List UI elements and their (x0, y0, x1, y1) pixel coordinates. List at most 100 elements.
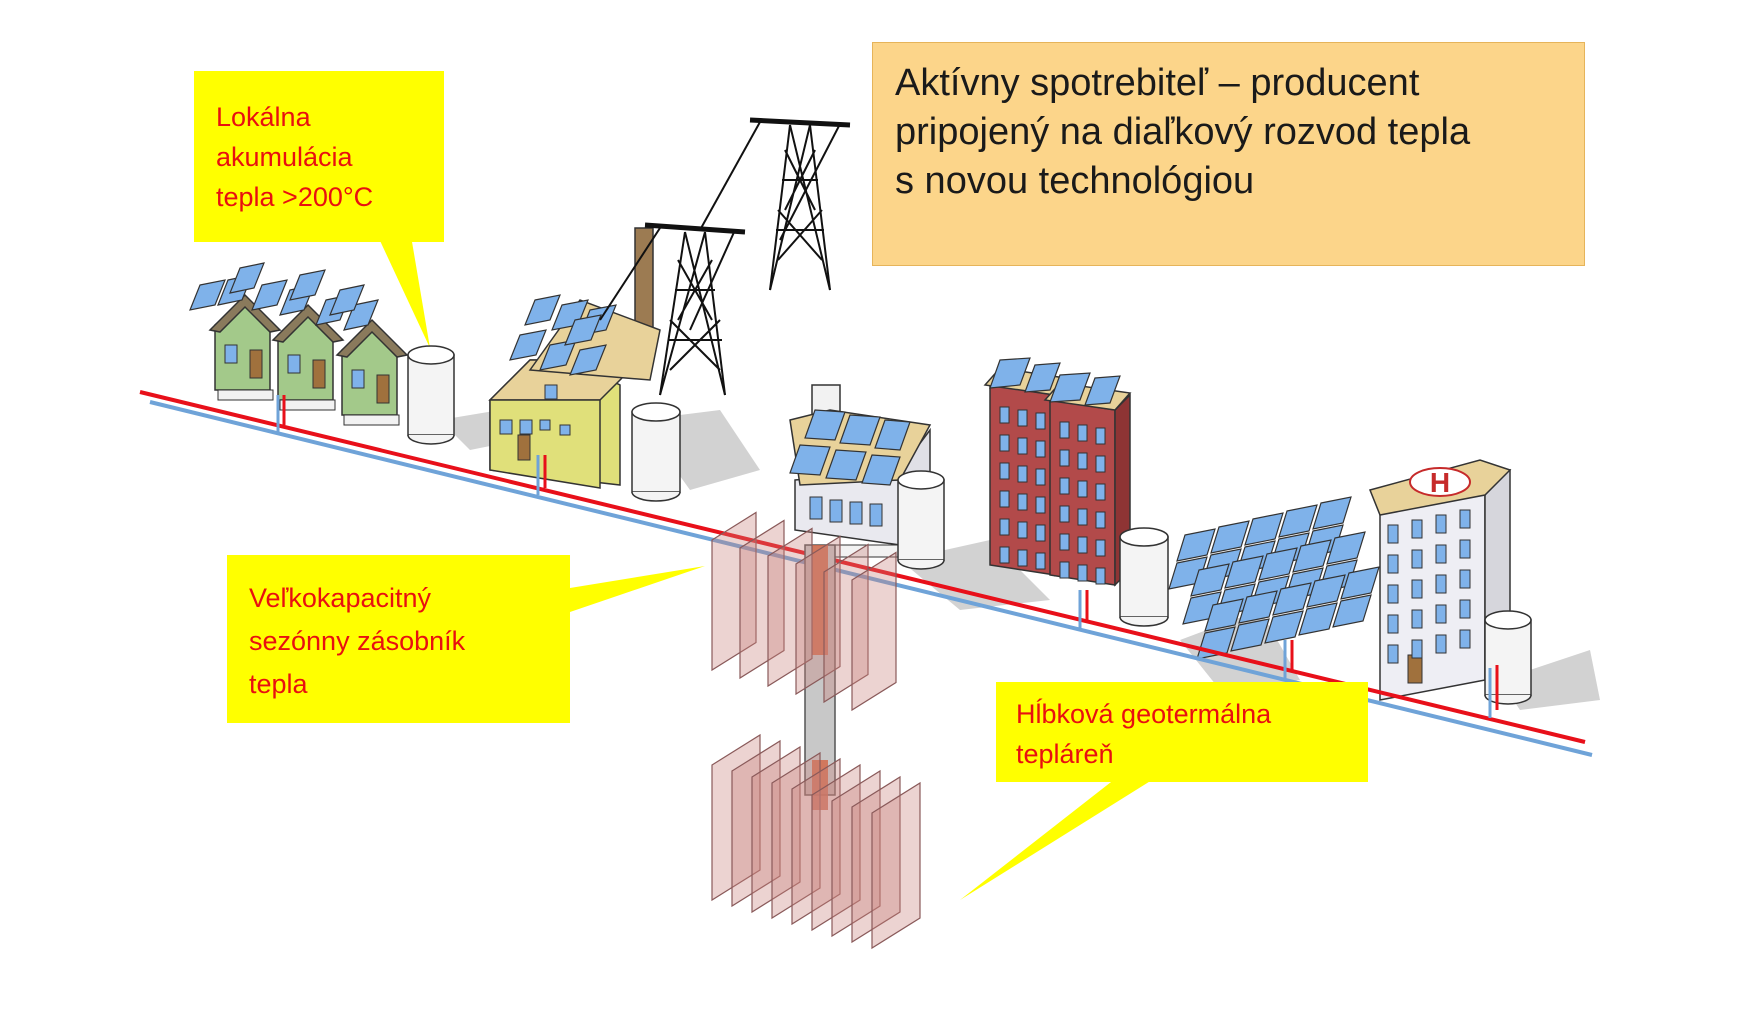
tower-window (1035, 552, 1046, 570)
tower-window (1077, 564, 1088, 582)
storage-plate (791, 757, 841, 926)
tower-window (1017, 493, 1028, 511)
hospital-window (1387, 644, 1399, 664)
tower-window (1095, 427, 1106, 445)
power-pylons (599, 117, 851, 396)
pointer-geothermal (960, 775, 1160, 900)
hospital-window (1459, 539, 1471, 559)
central-house-solar-panels (789, 409, 911, 486)
callout-seasonal-storage-line-2: sezónny zásobník (249, 626, 466, 656)
tower-window (999, 490, 1010, 508)
central-storage-tank (897, 470, 945, 570)
solar-farm-panel (1332, 594, 1372, 628)
tower-window (1077, 536, 1088, 554)
tower-window (1017, 521, 1028, 539)
hospital-window (1387, 584, 1399, 604)
tower-window (1035, 412, 1046, 430)
hospital-window (1459, 569, 1471, 589)
callout-local-storage: Lokálna akumulácia tepla >200°C (194, 71, 444, 242)
storage-plate (767, 527, 813, 688)
solar-farm-panel (1306, 574, 1346, 608)
tower-window (1017, 465, 1028, 483)
solar-farm-panel (1340, 566, 1380, 600)
tower-window (1077, 452, 1088, 470)
tower-window (1035, 496, 1046, 514)
tower-window (999, 518, 1010, 536)
hospital-window (1435, 634, 1447, 654)
helipad-label: H (1430, 467, 1450, 498)
title-line-2: pripojený na diaľkový rozvod tepla (895, 111, 1471, 153)
tower-window (1077, 508, 1088, 526)
hospital-window (1411, 639, 1423, 659)
callout-seasonal-storage-line-3: tepla (249, 669, 308, 699)
tower-solar-panels (989, 357, 1121, 406)
tower-window (1059, 449, 1070, 467)
tower-window (1095, 483, 1106, 501)
tower-windows (999, 406, 1106, 585)
tower-storage-tank (1119, 527, 1169, 627)
tower-window (1035, 440, 1046, 458)
geothermal-plates (711, 733, 921, 950)
callout-geothermal: Hĺbková geotermálna tepláreň (996, 682, 1368, 782)
hospital-window (1411, 519, 1423, 539)
tower-window (1035, 468, 1046, 486)
hospital-window (1411, 549, 1423, 569)
solar-farm-panel (1190, 563, 1230, 597)
hospital-window (1435, 514, 1447, 534)
storage-plate (751, 745, 801, 914)
solar-farm-panel (1278, 504, 1318, 538)
tower-window (1059, 421, 1070, 439)
callout-geothermal-line-1: Hĺbková geotermálna (1016, 699, 1272, 729)
tower-window (1095, 539, 1106, 557)
solar-farm-panel (1272, 582, 1312, 616)
hospital-windows (1387, 509, 1471, 664)
hospital-window (1411, 609, 1423, 629)
pipe-connections (276, 395, 1499, 718)
tower-window (1095, 455, 1106, 473)
title-box: Aktívny spotrebiteľ – producent pripojen… (872, 42, 1585, 266)
tower-window (1059, 477, 1070, 495)
tower-window (1059, 561, 1070, 579)
solar-farm-panel (1292, 539, 1332, 573)
tower-window (1095, 567, 1106, 585)
solar-farm-panel (1176, 528, 1216, 562)
pointer-seasonal-storage (570, 566, 705, 612)
tower-window (1017, 549, 1028, 567)
storage-plate (823, 543, 869, 704)
pointer-local-storage (375, 230, 430, 348)
storage-plate (811, 763, 861, 932)
hospital-window (1387, 524, 1399, 544)
hospital-window (1435, 544, 1447, 564)
tower-window (999, 546, 1010, 564)
local-storage-tank (407, 345, 455, 445)
solar-farm-panel (1298, 602, 1338, 636)
tower-window (1017, 409, 1028, 427)
title-line-3: s novou technológiou (895, 160, 1255, 202)
solar-farm-panel (1210, 520, 1250, 554)
hospital-window (1435, 604, 1447, 624)
house-solar-panels (189, 262, 379, 331)
seasonal-storage-plates (711, 511, 897, 712)
callout-local-storage-line-1: Lokálna (216, 102, 311, 132)
storage-plate (711, 733, 761, 902)
tower-window (999, 406, 1010, 424)
callout-local-storage-line-3: tepla >200°C (216, 182, 374, 212)
tower-window (1035, 524, 1046, 542)
solar-farm (1168, 496, 1380, 660)
solar-farm-panel (1224, 555, 1264, 589)
solar-farm-panel (1264, 610, 1304, 644)
hospital-window (1387, 554, 1399, 574)
tower-window (1077, 480, 1088, 498)
hospital-window (1459, 509, 1471, 529)
callout-geothermal-line-2: tepláreň (1016, 739, 1114, 769)
tower-window (1077, 424, 1088, 442)
storage-plate (871, 781, 921, 950)
tower-window (1095, 511, 1106, 529)
hospital-storage-tank (1484, 610, 1532, 705)
solar-farm-panel (1204, 598, 1244, 632)
callout-pointers (375, 230, 1160, 900)
tower-window (1059, 533, 1070, 551)
storage-plate (795, 535, 841, 696)
solar-farm-panel (1230, 618, 1270, 652)
